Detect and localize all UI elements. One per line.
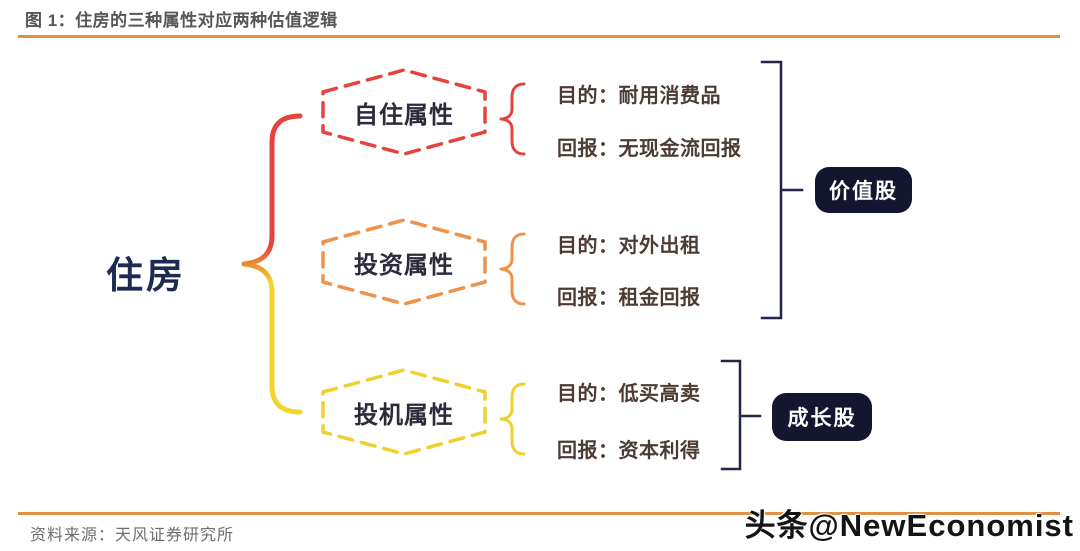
bracket-growth-stock-path	[720, 359, 762, 471]
hexagon-investment	[321, 218, 487, 306]
hexagon-investment-label: 投资属性	[354, 251, 454, 279]
growth-stock-badge-label: 成长股	[787, 407, 857, 430]
hexagon-investment-border	[321, 218, 487, 306]
hexagon-self-use	[321, 68, 487, 156]
hexagon-self-use-labelbox: 自住属性	[319, 66, 489, 158]
source-note: 资料来源：天风证券研究所	[30, 527, 235, 544]
top-divider	[18, 35, 1060, 38]
hexagon-self-use-label: 自住属性	[354, 101, 454, 129]
brace-investment	[499, 232, 526, 306]
hexagon-speculation-labelbox: 投机属性	[319, 366, 489, 458]
root-node-label: 住房	[106, 255, 186, 296]
growth-stock-badge: 成长股	[772, 393, 872, 441]
brace-speculation	[499, 382, 526, 456]
main-brace	[241, 113, 303, 415]
hexagon-self-use-border	[321, 68, 487, 156]
self-use-purpose: 目的：耐用消费品	[557, 85, 721, 107]
bracket-value-stock	[760, 60, 804, 320]
brace-investment-path	[499, 232, 526, 306]
investment-purpose: 目的：对外出租	[557, 235, 701, 257]
value-stock-badge-label: 价值股	[829, 180, 898, 203]
figure-title: 图 1：住房的三种属性对应两种估值逻辑	[25, 11, 338, 30]
speculation-return: 回报：资本利得	[557, 440, 701, 462]
hexagon-speculation-label: 投机属性	[354, 401, 454, 429]
brace-self-use-path	[499, 82, 526, 156]
bottom-divider	[18, 512, 1060, 515]
bracket-growth-stock	[720, 359, 762, 471]
speculation-purpose: 目的：低买高卖	[557, 383, 701, 405]
brace-self-use	[499, 82, 526, 156]
brace-speculation-path	[499, 382, 526, 456]
hexagon-speculation	[321, 368, 487, 456]
bracket-value-stock-path	[760, 60, 804, 320]
hexagon-speculation-border	[321, 368, 487, 456]
self-use-return: 回报：无现金流回报	[557, 138, 742, 160]
hexagon-investment-labelbox: 投资属性	[319, 216, 489, 308]
value-stock-badge: 价值股	[815, 167, 912, 213]
watermark: 头条@NewEconomist	[744, 508, 1074, 543]
investment-return: 回报：租金回报	[557, 287, 701, 309]
main-brace-path	[241, 113, 303, 415]
